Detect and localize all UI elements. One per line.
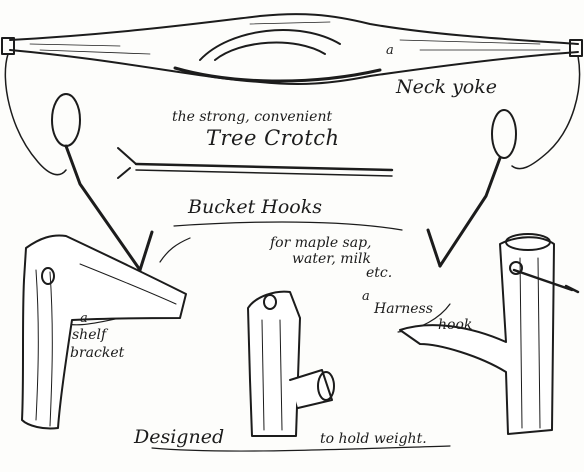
bracket-label: bracket	[70, 345, 125, 361]
harness-marker: a	[362, 289, 370, 304]
neck-yoke	[1, 13, 583, 85]
rope-left	[4, 53, 67, 176]
center-brace	[247, 290, 335, 437]
shelf-bracket	[21, 234, 187, 430]
rope-right	[511, 55, 581, 170]
strong-convenient-label: the strong, convenient	[172, 109, 333, 125]
harness-hook	[399, 233, 580, 435]
shelf-label: shelf	[72, 327, 107, 343]
maple-line-2: water, milk	[292, 251, 372, 267]
maple-line-3: etc.	[366, 265, 393, 281]
harness-label: Harness	[374, 301, 433, 317]
bucket-hooks-label: Bucket Hooks	[188, 196, 322, 218]
shelf-marker: a	[80, 311, 88, 326]
tree-crotch-stick	[117, 147, 394, 179]
tree-crotch-label: Tree Crotch	[206, 126, 340, 150]
designed-label: Designed	[134, 426, 225, 448]
neck-yoke-marker: a	[386, 43, 394, 58]
hook-label: hook	[438, 317, 473, 333]
neck-yoke-label: Neck yoke	[396, 76, 497, 98]
bucket-hook-left	[51, 93, 154, 272]
bucket-hook-right	[426, 109, 517, 268]
bucket-hooks-pointer	[173, 221, 403, 231]
hold-weight-label: to hold weight.	[320, 431, 427, 447]
maple-line-1: for maple sap,	[270, 235, 372, 251]
